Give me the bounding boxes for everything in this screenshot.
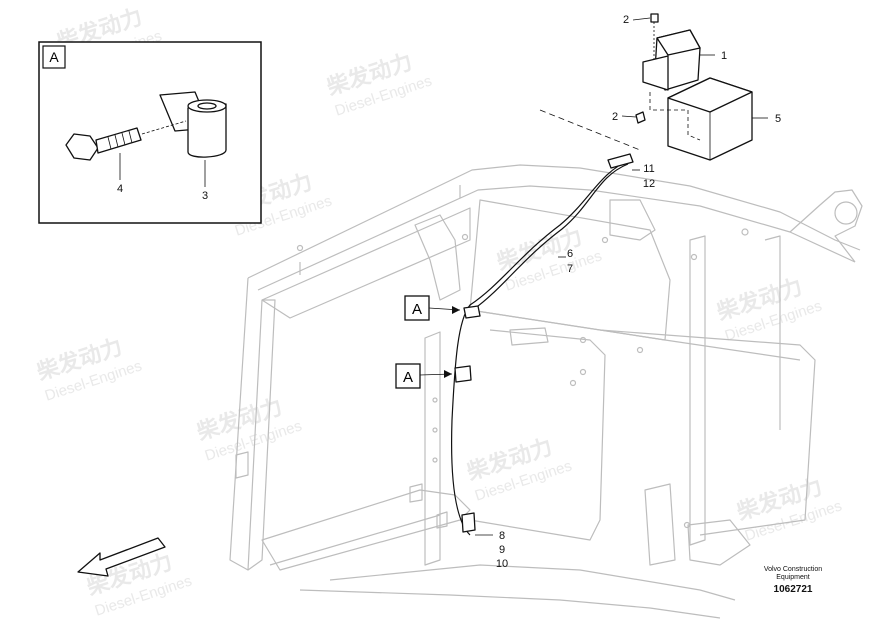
callout-11: 11 — [643, 163, 654, 175]
drawing-number: 1062721 — [774, 584, 813, 595]
component-1-top — [656, 29, 701, 56]
view-marker-label: A — [412, 301, 422, 318]
forward-direction-arrow-icon — [77, 537, 166, 577]
view-marker-upper: A — [404, 295, 461, 321]
wire-harness: 11 12 6 7 8 9 10 — [450, 153, 655, 570]
component-5-top — [667, 77, 753, 113]
callout-1: 1 — [721, 50, 727, 62]
callout-3: 3 — [202, 190, 208, 202]
callout-2a: 2 — [623, 14, 629, 26]
bolt-2b — [635, 111, 646, 124]
cable-run — [450, 159, 631, 536]
callout-9: 9 — [499, 544, 505, 556]
callout-4: 4 — [117, 183, 123, 195]
component-group: 2 1 2 5 — [539, 13, 781, 161]
clip-body — [187, 103, 227, 158]
maker-line-1: Volvo Construction — [764, 566, 822, 573]
component-1-bracket — [642, 55, 669, 91]
view-marker-label: A — [403, 369, 413, 386]
clip-lower — [454, 365, 472, 383]
clip-upper — [463, 305, 481, 319]
cable-end-top — [607, 153, 634, 169]
detail-title: A — [49, 49, 59, 65]
callout-7: 7 — [567, 263, 573, 275]
callout-6: 6 — [567, 248, 573, 260]
drawing-footer: Volvo Construction Equipment 1062721 — [764, 566, 822, 595]
callout-2b: 2 — [612, 111, 618, 123]
bolt-2a — [650, 13, 659, 23]
detail-view-a: A 3 4 — [38, 41, 262, 224]
view-marker-lower: A — [395, 363, 453, 389]
callout-5: 5 — [775, 113, 781, 125]
callout-8: 8 — [499, 530, 505, 542]
cab-frame — [229, 164, 863, 619]
detail-frame — [38, 41, 262, 224]
callout-10: 10 — [496, 558, 508, 570]
detail-title-box — [42, 45, 66, 69]
clip-hole — [197, 102, 217, 110]
cable-end-bottom — [461, 512, 476, 533]
callout-12: 12 — [643, 178, 655, 190]
maker-line-2: Equipment — [776, 574, 810, 581]
